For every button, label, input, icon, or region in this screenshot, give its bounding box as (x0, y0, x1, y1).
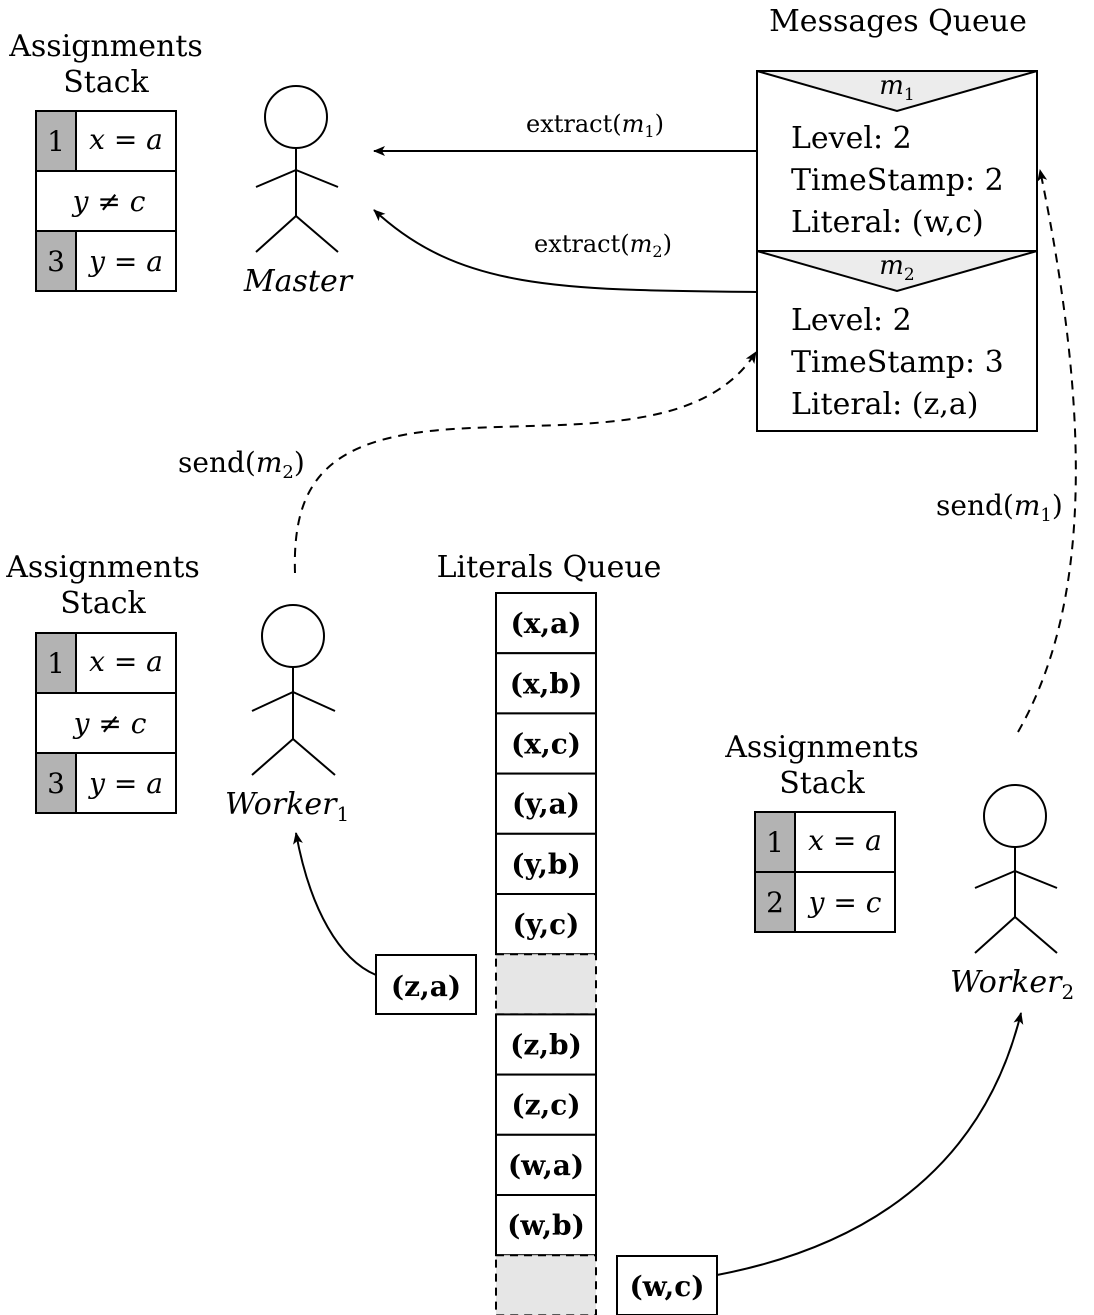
message-name-m1: m1 (879, 71, 914, 105)
literal-text: (y,b) (511, 848, 580, 881)
extract-m2-label: extract(m2) (534, 230, 672, 261)
stack-frame (35, 110, 177, 292)
level-cell (36, 633, 76, 693)
removed-literal-slot (495, 953, 597, 1016)
literal-cell (495, 1133, 597, 1197)
literal-text: (w,a) (508, 1149, 584, 1182)
stack-assignment: y = a (87, 767, 163, 800)
message-name-m2: m2 (879, 251, 914, 285)
stack-level: 1 (766, 826, 784, 859)
head-icon (264, 85, 328, 149)
stack-title-line1: Assignments (5, 550, 200, 585)
taken-literal-worker2-box (616, 1255, 718, 1315)
stack-frame (35, 632, 177, 814)
send-m1-label: send(m1) (936, 489, 1063, 526)
literal-text: (x,c) (511, 728, 581, 761)
master-label: Master (243, 264, 354, 299)
message-level: Level: 2 (791, 303, 912, 338)
literal-cell (495, 1194, 597, 1257)
taken-literal-worker1-box (375, 954, 477, 1015)
send-m2-label: send(m2) (178, 446, 305, 483)
literal-cell (495, 1013, 597, 1076)
literal-text: (x,b) (510, 667, 583, 700)
stack-assignment: x = a (89, 123, 163, 156)
removed-literal-slot (495, 1254, 597, 1315)
stack-title-line2: Stack (779, 766, 865, 801)
worker2-label: Worker2 (950, 965, 1074, 1004)
literal-text: (z,b) (510, 1029, 582, 1062)
stack-title-line1: Assignments (724, 730, 919, 765)
message-literal: Literal: (w,c) (791, 205, 984, 240)
stack-title-line1: Assignments (8, 29, 203, 64)
head-icon (983, 784, 1047, 848)
message-header-triangle (756, 70, 1038, 113)
stack-assignment: y = c (807, 886, 882, 919)
assign-worker2-arrow (716, 1012, 1024, 1276)
literal-text: (y,c) (513, 908, 580, 941)
worker1-figure (251, 604, 336, 776)
taken-literal-worker2: (w,c) (629, 1270, 704, 1303)
stack-assignment: x = a (89, 645, 163, 678)
message-timestamp: TimeStamp: 3 (791, 345, 1004, 380)
worker1-assignments-stack: Assignments Stack 1 x = a y ≠ c 3 y = a (5, 550, 200, 814)
stack-level: 1 (47, 647, 65, 680)
master-figure (255, 85, 339, 253)
message-level: Level: 2 (791, 121, 912, 156)
taken-literal-worker1: (z,a) (391, 970, 461, 1003)
level-cell (36, 111, 76, 171)
stack-assignment: y ≠ c (71, 185, 146, 218)
literals-queue: Literals Queue (x,a) (x,b) (x,c) (y,a) (y,b)… (437, 550, 662, 1315)
message-header-triangle (756, 250, 1038, 293)
stack-title-line2: Stack (63, 65, 149, 100)
stack-assignment: x = a (808, 824, 882, 857)
stack-level: 2 (766, 886, 784, 919)
stack-assignment: y ≠ c (72, 707, 147, 740)
literal-cell (495, 1073, 597, 1136)
message-timestamp: TimeStamp: 2 (791, 163, 1004, 198)
send-m2-arrow (293, 351, 757, 574)
level-cell (36, 231, 76, 291)
worker1-label: Worker1 (225, 787, 349, 826)
messages-queue: Messages Queue m1 Level: 2 TimeStamp: 2 … (756, 4, 1038, 432)
send-m1-arrow (1017, 169, 1077, 733)
stack-level: 1 (47, 125, 65, 158)
stack-level: 3 (47, 767, 65, 800)
literal-cell (495, 652, 597, 715)
master-assignments-stack: Assignments Stack 1 x = a y ≠ c 3 y = a (8, 29, 203, 292)
stack-title-line2: Stack (60, 586, 146, 621)
worker2-assignments-stack: Assignments Stack 1 x = a 2 y = c (724, 730, 919, 933)
extract-m2-arrow (373, 209, 758, 293)
literal-cell (495, 592, 597, 655)
literal-text: (x,a) (510, 607, 581, 640)
literals-queue-title: Literals Queue (437, 550, 662, 585)
level-cell (36, 753, 76, 813)
assign-worker1-arrow (293, 832, 377, 976)
stack-assignment: y = a (87, 245, 163, 278)
messages-queue-title: Messages Queue (769, 4, 1027, 39)
literal-cell (495, 893, 597, 956)
stack-level: 3 (47, 245, 65, 278)
literal-text: (w,b) (507, 1209, 585, 1242)
message-literal: Literal: (z,a) (791, 387, 978, 422)
extract-m1-label: extract(m1) (526, 110, 664, 141)
worker2-figure (974, 784, 1058, 954)
literal-text: (z,c) (511, 1089, 580, 1122)
head-icon (261, 604, 325, 668)
literal-text: (y,a) (512, 788, 580, 821)
literal-cell (495, 772, 597, 835)
